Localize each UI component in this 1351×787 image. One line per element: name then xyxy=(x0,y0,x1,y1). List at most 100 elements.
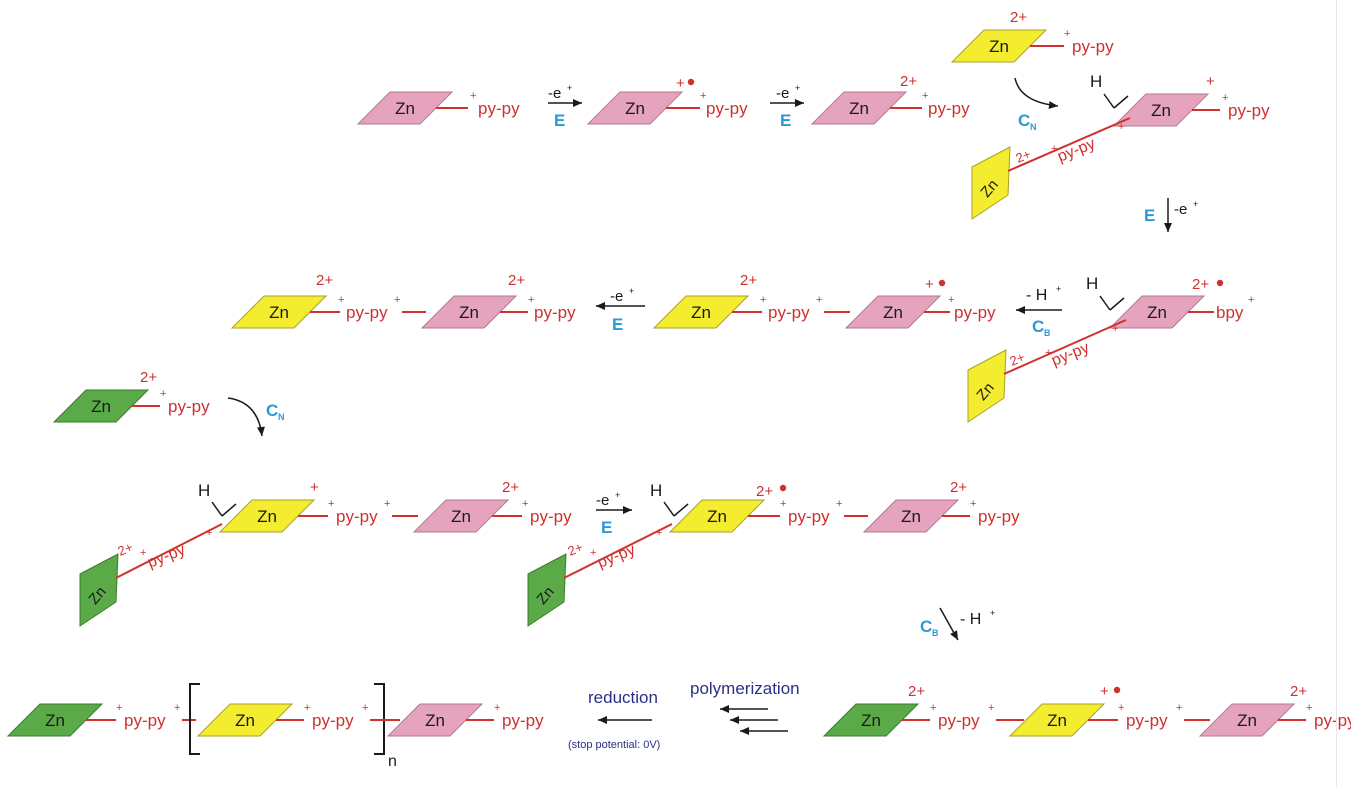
zn-parallelogram xyxy=(420,295,518,329)
ligand-label: py-py xyxy=(530,507,572,526)
reaction-arrow xyxy=(770,99,804,107)
ligand-charge: + xyxy=(1051,143,1057,155)
metal-charge: 2+ xyxy=(116,539,135,558)
metal-charge: 2+ xyxy=(508,272,525,289)
arrow-head xyxy=(256,426,265,436)
zn-label: Zn xyxy=(1047,711,1067,730)
step-label-C-letter: C xyxy=(920,617,932,636)
arrow-left-reduction xyxy=(598,716,652,724)
zn-parallelogram xyxy=(810,91,908,125)
minus-electron-text: -e xyxy=(548,85,561,102)
zn-complex-pink: Zn xyxy=(386,703,484,737)
ligand-charge: + xyxy=(816,294,822,306)
stop-potential-label: (stop potential: 0V) xyxy=(568,739,660,751)
page-edge-divider xyxy=(1336,0,1337,787)
ligand-charge: + xyxy=(1112,323,1118,335)
step-label-subscript: B xyxy=(932,628,939,638)
electron-superscript: + xyxy=(567,83,572,93)
zn-label: Zn xyxy=(1151,101,1171,120)
ligand-label: py-py xyxy=(1228,101,1270,120)
arrow-diagonal-proton xyxy=(939,607,959,641)
ligand-charge: + xyxy=(948,294,954,306)
metal-charge: + xyxy=(925,276,934,293)
zn-complex-pink: Zn xyxy=(412,499,510,533)
ligand-charge: + xyxy=(206,527,212,539)
arrow-head xyxy=(596,302,605,310)
zn-parallelogram xyxy=(412,499,510,533)
step-label-E: E xyxy=(612,315,623,334)
ligand-charge: + xyxy=(160,388,166,400)
arrow-left-proton xyxy=(1016,306,1062,314)
ligand-label: py-py xyxy=(534,303,576,322)
proton-loss-label: - H+ xyxy=(1026,284,1061,304)
zn-parallelogram xyxy=(6,703,104,737)
ligand-charge: + xyxy=(1118,702,1124,714)
zn-complex-pink: Zn xyxy=(844,295,942,329)
metal-charge: 2+ xyxy=(140,369,157,386)
zn-parallelogram-tilted xyxy=(79,553,119,627)
zn-parallelogram-tilted xyxy=(527,553,567,627)
metal-charge: 2+ xyxy=(756,483,773,500)
ligand-charge: + xyxy=(1064,28,1070,40)
curved-arrow-nucleophile xyxy=(1014,77,1059,110)
zn-label: Zn xyxy=(691,303,711,322)
ligand-charge: + xyxy=(1306,702,1312,714)
ligand-bond xyxy=(1007,117,1131,172)
arrow-curve xyxy=(227,397,263,437)
zn-complex-pink: Zn xyxy=(356,91,454,125)
ligand-charge: + xyxy=(116,702,122,714)
metal-charge: 2+ xyxy=(1008,349,1027,368)
zn-parallelogram xyxy=(386,703,484,737)
zn-parallelogram xyxy=(1108,295,1206,329)
ligand-charge: + xyxy=(1248,294,1254,306)
ligand-label: py-py xyxy=(788,507,830,526)
ligand-charge: + xyxy=(1222,92,1228,104)
ligand-label: py-py xyxy=(124,711,166,730)
ligand-charge: + xyxy=(470,90,476,102)
ligand-label: py-py xyxy=(168,397,210,416)
zn-label: Zn xyxy=(45,711,65,730)
ligand-label: py-py xyxy=(502,711,544,730)
ligand-label: py-py xyxy=(1126,711,1168,730)
zn-label: Zn xyxy=(1237,711,1257,730)
ligand-charge: + xyxy=(304,702,310,714)
arrow-head xyxy=(730,716,739,724)
arrow-head xyxy=(598,716,607,724)
arrow-left-polymerization-3 xyxy=(740,727,788,735)
arrow-head xyxy=(623,506,632,514)
bond-H-zn xyxy=(1109,297,1125,311)
zn-complex-yellow: Zn xyxy=(950,29,1048,63)
bond-H xyxy=(1103,93,1115,109)
zn-complex-yellow: Zn xyxy=(668,499,766,533)
arrow-down-electron xyxy=(1164,198,1172,232)
step-label-E: E xyxy=(554,111,565,130)
ligand-label: py-py xyxy=(346,303,388,322)
proton-loss-label: - H+ xyxy=(960,608,995,628)
electron-superscript: + xyxy=(615,490,620,500)
ligand-charge: + xyxy=(700,90,706,102)
bond-H xyxy=(1099,295,1111,311)
step-label-C-letter: C xyxy=(266,401,278,420)
electron-superscript: + xyxy=(795,83,800,93)
curved-arrow-nucleophile xyxy=(227,397,265,437)
ligand-label: py-py xyxy=(145,541,188,571)
zn-parallelogram xyxy=(52,389,150,423)
bond-H xyxy=(211,501,223,517)
arrow-head xyxy=(573,99,582,107)
zn-label: Zn xyxy=(625,99,645,118)
ligand-charge: + xyxy=(384,498,390,510)
radical-dot xyxy=(687,78,695,86)
ligand-charge: + xyxy=(328,498,334,510)
step-label-C-letter: C xyxy=(1032,317,1044,336)
reaction-arrow xyxy=(548,99,582,107)
zn-label: Zn xyxy=(235,711,255,730)
ligand-charge: + xyxy=(522,498,528,510)
metal-charge: 2+ xyxy=(1010,9,1027,26)
ligand-label: py-py xyxy=(768,303,810,322)
ligand-charge: + xyxy=(930,702,936,714)
step-label-subscript: N xyxy=(278,412,285,422)
